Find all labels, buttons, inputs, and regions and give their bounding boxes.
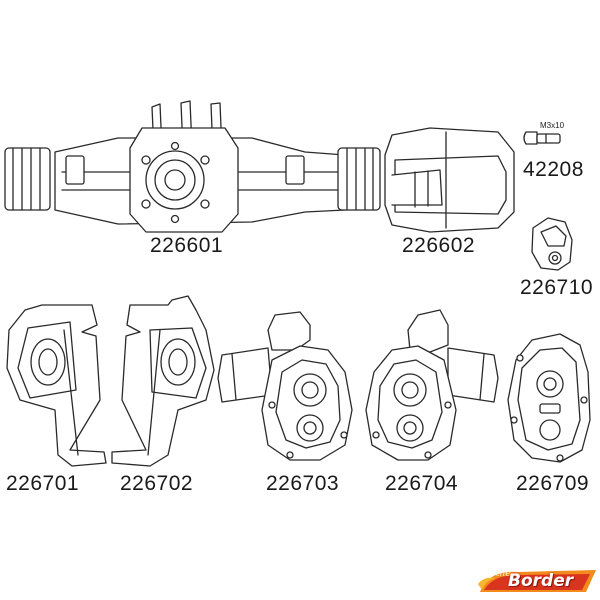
axle-housing-drawing [4,100,381,233]
part-number-226701: 226701 [6,472,80,495]
part-number-42208: 42208 [523,158,584,181]
portal-housing-left-drawing [217,311,353,461]
portal-cover-drawing [507,333,591,463]
portal-housing-right-drawing [365,309,499,461]
part-number-226709: 226709 [516,472,590,495]
small-bracket-drawing [531,217,573,271]
part-number-226702: 226702 [120,472,194,495]
diff-cover-drawing [384,127,515,233]
screw-spec-label: M3x10 [540,121,565,130]
steering-knuckle-right-drawing [111,295,215,467]
part-number-226704: 226704 [385,472,459,495]
part-number-226602: 226602 [402,234,476,257]
part-number-226601: 226601 [150,234,224,257]
part-number-226710: 226710 [520,276,594,299]
logo-small-text: the [496,569,511,579]
screw-pin-drawing [523,131,561,145]
logo-main-text: Border [508,571,574,591]
steering-knuckle-left-drawing [6,304,107,467]
part-number-226703: 226703 [266,472,340,495]
the-border-logo [478,570,596,592]
